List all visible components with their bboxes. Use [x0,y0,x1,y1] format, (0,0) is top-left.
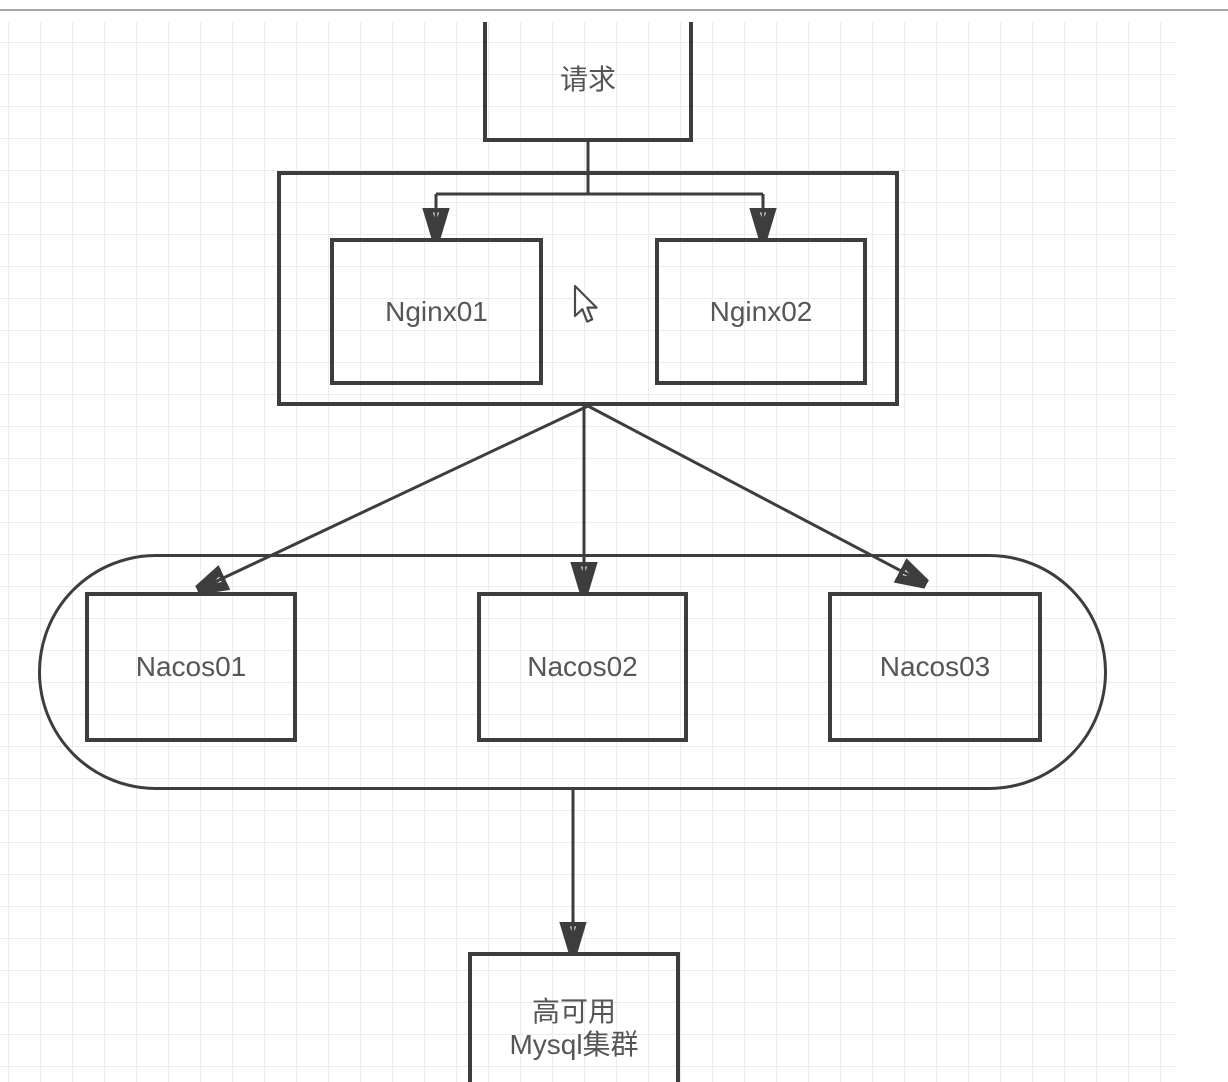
node-nacos01-label: Nacos01 [135,651,247,683]
nacos-cluster-container[interactable] [38,554,1107,790]
node-mysql[interactable]: 高可用 Mysql集群 [468,952,680,1082]
node-nacos03[interactable]: Nacos03 [828,592,1042,742]
node-nginx01-label: Nginx01 [385,295,488,327]
window-top-border [0,9,1228,11]
node-nginx02-label: Nginx02 [709,295,813,327]
nginx-cluster-container[interactable] [277,171,899,406]
node-nacos02-label: Nacos02 [527,651,638,683]
node-nacos02[interactable]: Nacos02 [477,592,688,742]
node-nacos03-label: Nacos03 [879,651,991,683]
node-nginx02[interactable]: Nginx02 [655,238,867,385]
node-mysql-label: 高可用 Mysql集群 [509,995,639,1060]
node-request[interactable]: 请求 [483,22,693,142]
node-nacos01[interactable]: Nacos01 [85,592,297,742]
node-request-label: 请求 [559,63,616,95]
diagram-canvas[interactable]: 请求 Nginx01 Nginx02 Nacos01 Nacos02 Nacos… [0,22,1228,1082]
node-nginx01[interactable]: Nginx01 [330,238,543,385]
